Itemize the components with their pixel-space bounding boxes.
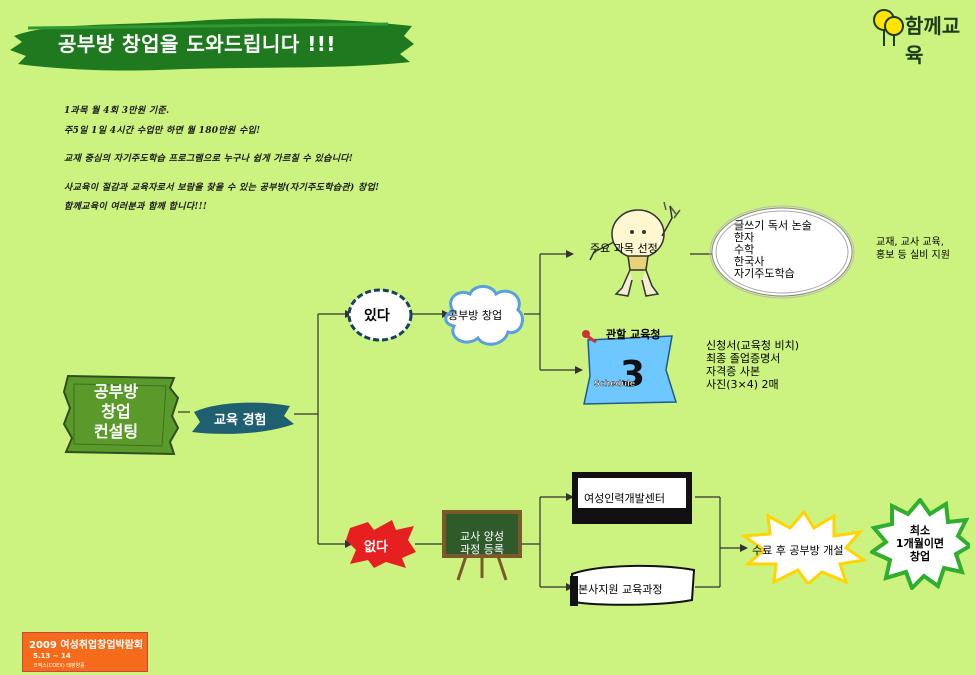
yes-label: 있다 xyxy=(364,308,390,324)
document-item: 신청서(교육청 비치) xyxy=(706,339,800,352)
subject-item: 한자 xyxy=(734,231,755,244)
expo-title: 2009 여성취업창업박람회 xyxy=(29,640,144,651)
note-line: 주5일 1일 4시간 수업만 하면 월 180만원 수입! xyxy=(64,126,261,136)
schedule-number: 3 xyxy=(620,354,645,395)
teacher-course-label: 교사 양성 과정 등록 xyxy=(454,530,510,556)
subjects-list: 글쓰기 독서 논술 한자 수학 한국사 자기주도학습 xyxy=(734,220,812,280)
subject-item: 한국사 xyxy=(734,255,765,268)
note-line: 교재 중심의 자기주도학습 프로그램으로 누구나 쉽게 가르칠 수 있습니다! xyxy=(64,154,354,164)
minimum-line: 최소 xyxy=(909,524,931,537)
chalkboard-icon xyxy=(442,510,522,581)
minimum-burst xyxy=(870,498,970,590)
no-label: 없다 xyxy=(364,540,388,555)
document-item: 최종 졸업증명서 xyxy=(706,352,781,365)
document-item: 자격증 사본 xyxy=(706,365,761,378)
tree-logo-icon xyxy=(873,9,904,46)
start-line: 창업 xyxy=(101,402,131,421)
subject-item: 글쓰기 독서 논술 xyxy=(734,219,812,232)
start-label: 공부방 창업 컨설팅 xyxy=(70,382,162,442)
note-line: 1과목 월 4회 3만원 기준. xyxy=(64,106,170,116)
schedule-word: Schedule xyxy=(594,379,636,388)
after-course-label: 수료 후 공부방 개설 xyxy=(752,544,844,557)
document-item: 사진(3×4) 2매 xyxy=(706,378,779,391)
study-room-cloud xyxy=(444,285,524,346)
subject-item: 수학 xyxy=(734,243,755,256)
minimum-line: 1개월이면 xyxy=(895,537,945,550)
subject-select-label: 주요 과목 선정 xyxy=(590,242,658,255)
experience-label: 교육 경험 xyxy=(214,413,267,428)
study-room-label: 공부방 창업 xyxy=(448,309,503,322)
minimum-line: 창업 xyxy=(909,550,931,563)
center-label: 여성인력개발센터 xyxy=(584,492,665,505)
hq-course-label: 본사지원 교육과정 xyxy=(578,583,663,596)
no-brush xyxy=(346,520,416,568)
support-line: 홍보 등 실비 지원 xyxy=(876,250,950,261)
expo-banner[interactable]: 2009 여성취업창업박람회 5.13 ~ 14 코엑스(COEX) 태평양홀 xyxy=(22,632,148,672)
teacher-course-line: 교사 양성 xyxy=(460,530,504,543)
subjects-circle xyxy=(709,205,855,299)
office-label: 관할 교육청 xyxy=(606,328,661,341)
teacher-course-line: 과정 등록 xyxy=(460,543,504,556)
support-line: 교재, 교사 교육, xyxy=(876,237,944,248)
yes-bubble xyxy=(347,288,413,342)
subject-item: 자기주도학습 xyxy=(734,267,795,280)
hq-course-box xyxy=(570,564,696,606)
experience-brush xyxy=(192,402,294,434)
theater-screen-icon xyxy=(572,472,692,524)
minimum-label: 최소 1개월이면 창업 xyxy=(890,524,950,563)
banner-brush xyxy=(10,18,414,71)
start-line: 컨설팅 xyxy=(93,422,139,441)
documents-list: 신청서(교육청 비치) 최종 졸업증명서 자격증 사본 사진(3×4) 2매 xyxy=(706,339,799,391)
note-line: 함께교육이 여러분과 함께 합니다!!! xyxy=(64,202,208,212)
note-line: 사교육이 절감과 교육자로서 보람을 찾을 수 있는 공부방(자기주도학습관) … xyxy=(64,183,380,193)
banner-title: 공부방 창업을 도와드립니다 !!! xyxy=(58,32,337,56)
after-course-burst xyxy=(742,510,866,584)
expo-dates: 5.13 ~ 14 xyxy=(33,652,71,660)
schedule-note: 3 Schedule xyxy=(582,330,678,405)
start-board xyxy=(62,374,180,456)
logo-text: 함께교육 xyxy=(905,14,961,67)
support-text: 교재, 교사 교육, 홍보 등 실비 지원 xyxy=(876,236,950,262)
start-line: 공부방 xyxy=(93,382,139,401)
expo-venue: 코엑스(COEX) 태평양홀 xyxy=(33,663,85,669)
lightbulb-character-icon xyxy=(589,201,681,297)
